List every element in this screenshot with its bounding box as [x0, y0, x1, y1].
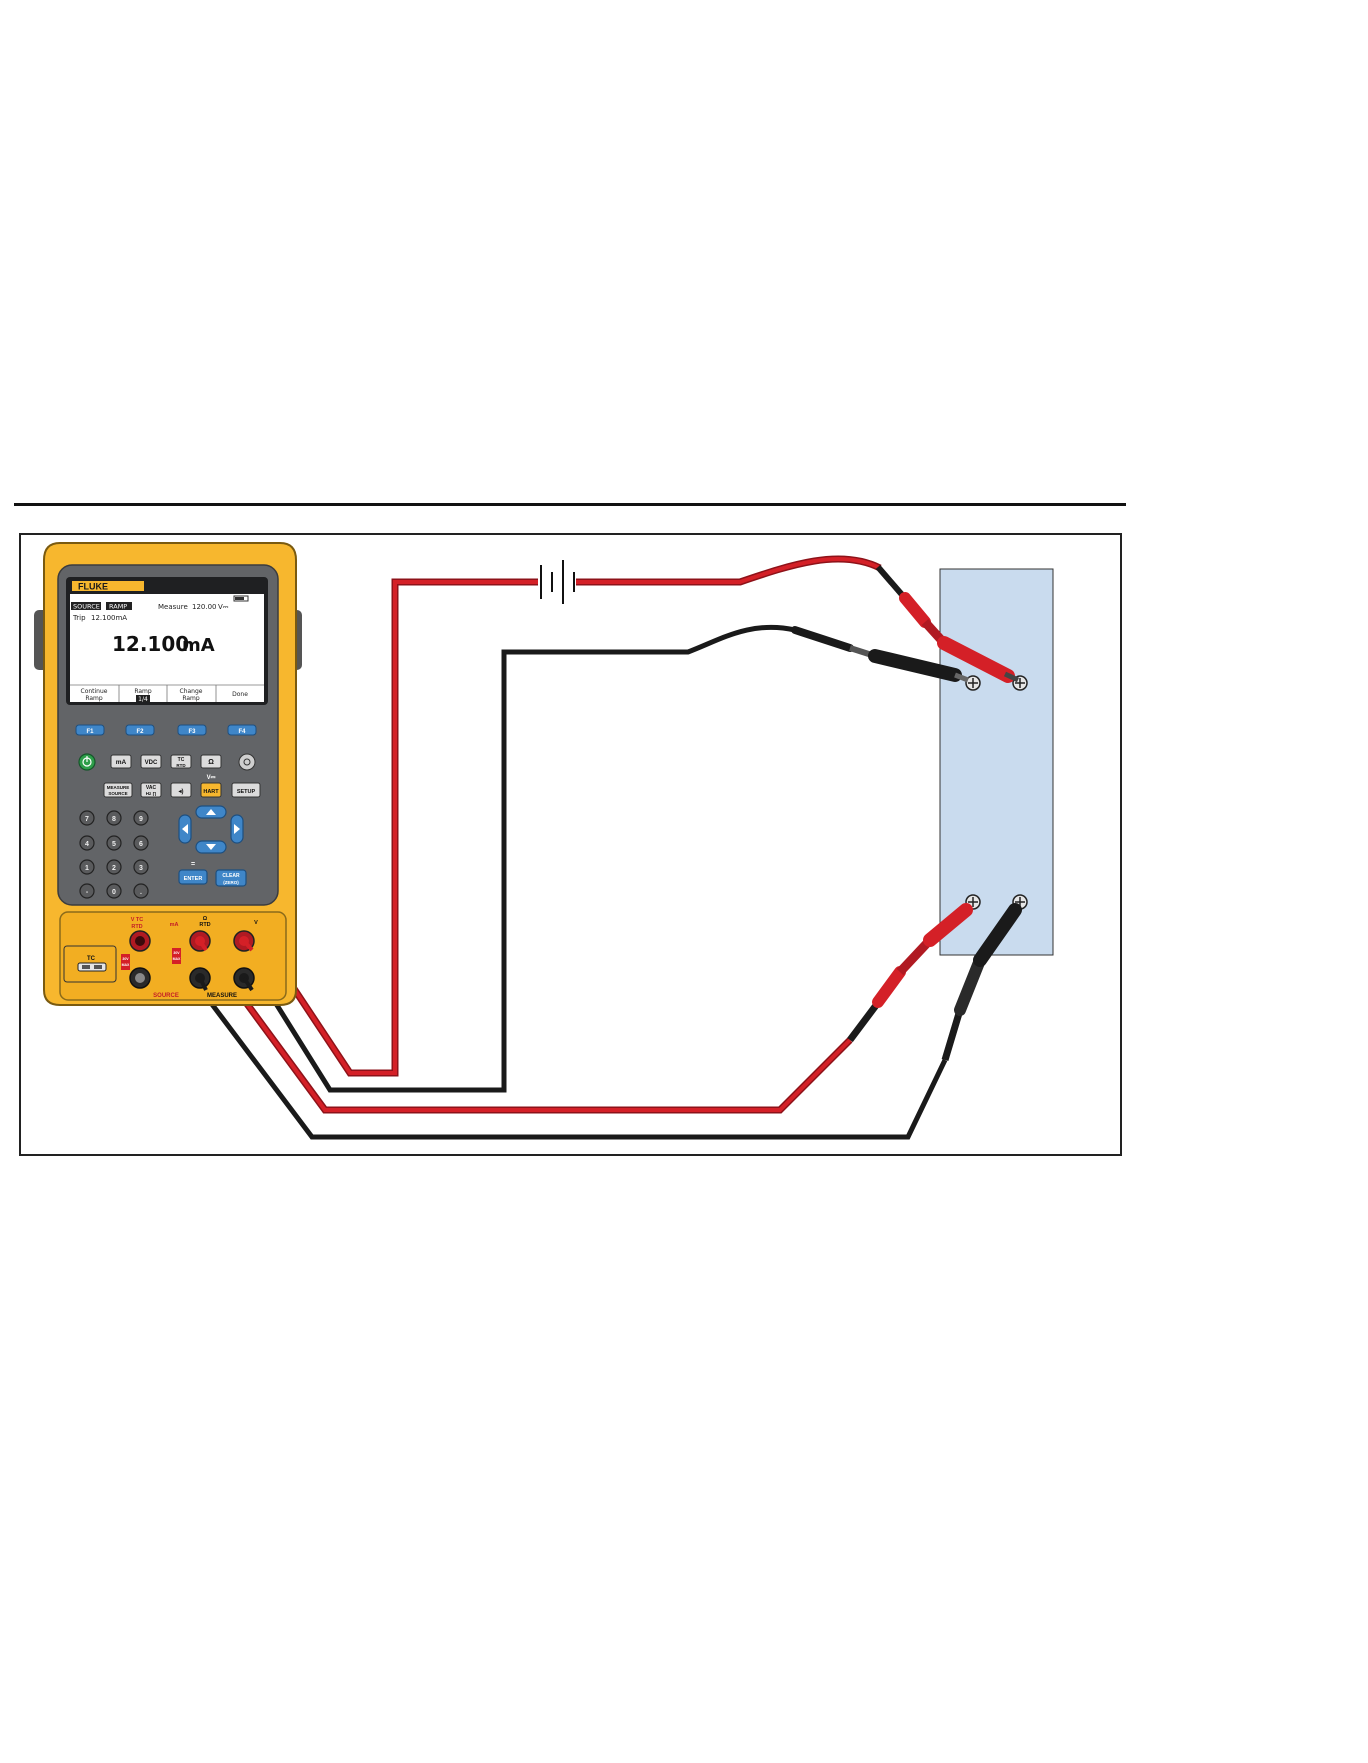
fluke-calibrator: FLUKE SOURCE RAMP Measure 120.00 V⎓ Trip… [34, 543, 302, 1005]
measure-label: Measure [158, 603, 188, 611]
brand-logo: FLUKE [78, 582, 108, 592]
ma-key[interactable]: mA [111, 755, 131, 768]
jack-label-ma: mA [170, 922, 179, 928]
f4-key[interactable]: F4 [228, 725, 256, 735]
jack-source-black[interactable] [130, 968, 150, 988]
svg-text:(ZERO): (ZERO) [223, 880, 239, 885]
softkey-3-line1: Change [180, 688, 203, 695]
svg-text:MEASURE: MEASURE [107, 785, 130, 790]
hart-key[interactable]: HART [201, 783, 221, 797]
svg-text:mA: mA [116, 759, 127, 766]
arrow-up-key[interactable] [196, 806, 226, 818]
svg-text:3: 3 [139, 865, 143, 872]
svg-text:F3: F3 [188, 729, 196, 735]
numpad-key-4[interactable]: 4 [80, 836, 94, 850]
tc-rtd-key[interactable]: TC RTD [171, 755, 191, 768]
measure-jack-label: MEASURE [207, 993, 237, 999]
svg-text:HART: HART [203, 789, 219, 795]
f3-key[interactable]: F3 [178, 725, 206, 735]
ohm-key[interactable]: Ω [201, 755, 221, 768]
svg-text:1: 1 [85, 865, 89, 872]
svg-text:CLEAR: CLEAR [222, 873, 240, 879]
numpad-key-7[interactable]: 7 [80, 811, 94, 825]
softkey-2-line2: 1/4 [138, 696, 148, 703]
svg-text:F4: F4 [238, 729, 246, 735]
top-rule [14, 503, 1126, 506]
measure-value: 120.00 [192, 603, 217, 611]
svg-text:2: 2 [112, 865, 116, 872]
svg-text:◂): ◂) [177, 789, 183, 795]
svg-text:RTD: RTD [176, 763, 186, 768]
softkey-3-line2: Ramp [182, 695, 200, 702]
numpad-key-6[interactable]: 6 [134, 836, 148, 850]
arrow-down-key[interactable] [196, 841, 226, 853]
setup-key[interactable]: SETUP [232, 783, 260, 797]
softkey-2-line1: Ramp [134, 688, 152, 695]
numpad-key-2[interactable]: 2 [107, 860, 121, 874]
source-label: SOURCE [153, 993, 179, 999]
svg-text:SOURCE: SOURCE [108, 791, 127, 796]
tc-port: TC [64, 946, 116, 982]
measure-source-key[interactable]: MEASURE SOURCE [104, 783, 132, 797]
svg-text:VDC: VDC [145, 760, 158, 766]
measure-unit: V⎓ [218, 603, 229, 611]
device-under-test-panel [940, 569, 1053, 955]
numpad-key-5[interactable]: 5 [107, 836, 121, 850]
svg-text:ENTER: ENTER [184, 876, 203, 882]
clear-zero-key[interactable]: CLEAR (ZERO) [216, 870, 246, 886]
svg-text:F2: F2 [136, 729, 144, 735]
f1-key[interactable]: F1 [76, 725, 104, 735]
ohm-continuity-key[interactable]: ◂) [171, 783, 191, 797]
numpad-key-dot[interactable]: . [134, 884, 148, 898]
arrow-left-key[interactable] [179, 815, 191, 843]
svg-text:8: 8 [112, 816, 116, 823]
f2-key[interactable]: F2 [126, 725, 154, 735]
max-badge-measure-1: 30V [173, 951, 180, 955]
numpad-key-1[interactable]: 1 [80, 860, 94, 874]
svg-text:F1: F1 [86, 729, 94, 735]
main-reading-value: 12.100 [112, 632, 189, 656]
svg-text:0: 0 [112, 889, 116, 896]
max-badge-source-1: 30V [122, 957, 129, 961]
jack-label-rtd: RTD [199, 922, 210, 928]
svg-text:TC: TC [87, 956, 96, 962]
softkey-4-line1: Done [232, 691, 248, 698]
svg-text:9: 9 [139, 816, 143, 823]
v-label: V⎓ [207, 775, 216, 781]
vac-hz-key[interactable]: VAC Hz ∏ [141, 783, 161, 797]
svg-text:4: 4 [85, 841, 89, 848]
softkey-1-line1: Continue [81, 688, 108, 695]
svg-text:.: . [140, 889, 142, 896]
equals-label: = [191, 861, 195, 868]
trip-label: Trip [72, 614, 86, 622]
tab-source: SOURCE [73, 603, 100, 611]
jack-label-vtc: V TC [131, 917, 144, 923]
numpad-key-8[interactable]: 8 [107, 811, 121, 825]
svg-text:7: 7 [85, 816, 89, 823]
enter-key[interactable]: ENTER [179, 870, 207, 884]
svg-text:6: 6 [139, 841, 143, 848]
jack-label-v: V [254, 920, 258, 926]
jack-source-red[interactable] [130, 931, 150, 951]
vdc-key[interactable]: VDC [141, 755, 161, 768]
trip-value: 12.100mA [91, 614, 127, 622]
tab-ramp: RAMP [109, 603, 127, 611]
svg-text:SETUP: SETUP [237, 789, 256, 795]
numpad-key-3[interactable]: 3 [134, 860, 148, 874]
backlight-button[interactable] [239, 754, 255, 770]
svg-text:5: 5 [112, 841, 116, 848]
numpad-key-9[interactable]: 9 [134, 811, 148, 825]
arrow-right-key[interactable] [231, 815, 243, 843]
softkey-1-line2: Ramp [85, 695, 103, 702]
numpad-key-minus[interactable]: - [80, 884, 94, 898]
max-badge-measure-2: MAX [173, 957, 181, 961]
main-reading-unit: mA [182, 635, 215, 656]
max-badge-source-2: MAX [122, 963, 130, 967]
jack-label-vtc-rtd: RTD [131, 924, 142, 930]
power-button[interactable] [79, 754, 95, 770]
svg-text:Ω: Ω [208, 759, 214, 766]
numpad-key-0[interactable]: 0 [107, 884, 121, 898]
